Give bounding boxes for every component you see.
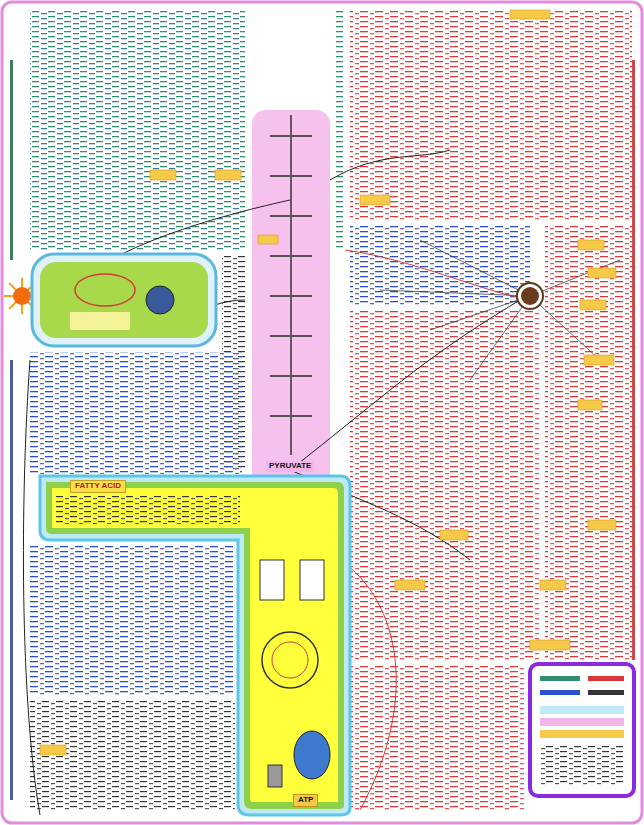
legend-box <box>530 664 634 796</box>
thylakoid <box>70 312 130 330</box>
beta-oxidation <box>55 496 240 524</box>
legend-marks <box>540 676 624 786</box>
pathway-label-box: PYRUVATE <box>266 461 314 472</box>
atp-synthase-symbol <box>146 286 174 314</box>
lipid-region <box>30 352 242 474</box>
chloroplast-stroma <box>40 262 208 338</box>
hub-circle <box>517 283 543 309</box>
hub-lines <box>380 240 620 380</box>
amino-acid-region <box>350 10 632 220</box>
pathway-label-box: FATTY ACID <box>70 480 126 493</box>
side-column <box>632 60 635 660</box>
complex-symbol <box>268 765 282 787</box>
transporter <box>260 560 284 600</box>
hub-circle <box>521 287 539 305</box>
mitochondrion <box>40 476 350 815</box>
node-label: FATTY ACID <box>75 482 121 491</box>
atp-synthase-symbol <box>294 731 330 779</box>
amino-acid-region <box>545 225 632 660</box>
mitochondrion-matrix <box>52 488 338 802</box>
krebs-cycle <box>272 642 308 678</box>
side-column <box>10 60 13 260</box>
node-label: PYRUVATE <box>269 462 311 471</box>
amino-acid-region <box>345 665 525 810</box>
calvin-cycle <box>75 274 135 306</box>
pathway-lines <box>340 250 540 810</box>
pathway-label-box: ATP <box>293 794 318 807</box>
pathway-lines <box>23 150 520 815</box>
mitochondrion-membrane <box>46 482 344 809</box>
node-label: ATP <box>298 796 313 805</box>
krebs-cycle <box>262 632 318 688</box>
carbohydrate-region <box>30 10 245 250</box>
carbohydrate-region <box>335 10 343 250</box>
nucleotide-region <box>350 225 530 305</box>
chloroplast <box>32 254 216 346</box>
cofactor-region <box>30 700 235 810</box>
side-column <box>10 360 13 800</box>
amino-acid-region <box>350 310 540 660</box>
pathway-line <box>290 115 292 455</box>
transporter <box>300 560 324 600</box>
lipid-region <box>30 545 235 695</box>
